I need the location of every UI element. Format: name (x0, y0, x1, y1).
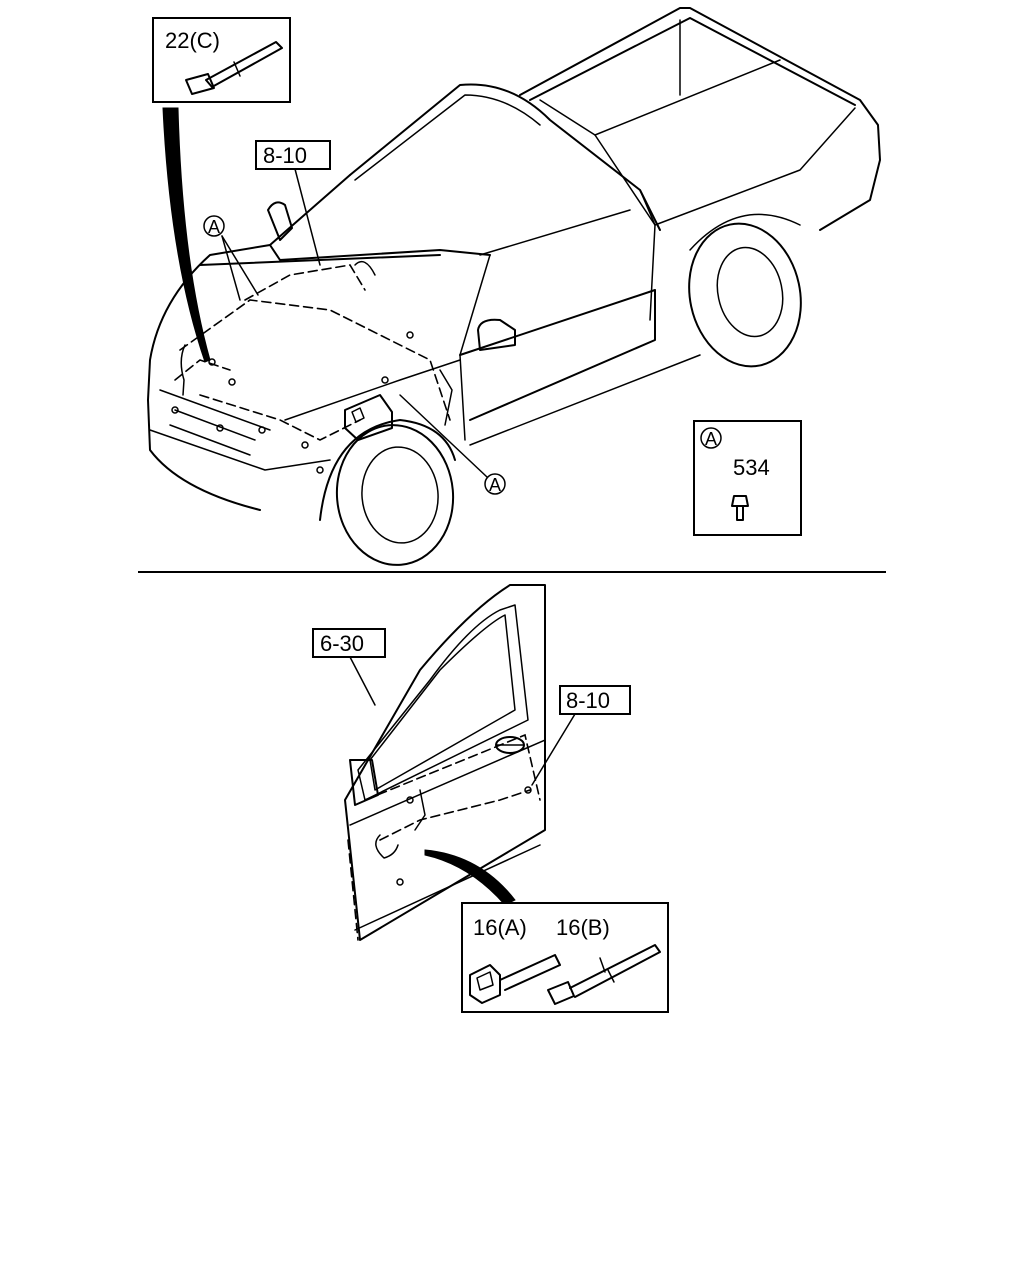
ref-6-30-label: 6-30 (320, 631, 364, 656)
clip-22c-callout: 22(C) (152, 17, 291, 363)
detail-a-marker-label: A (705, 429, 717, 449)
marker-a-side: A (399, 394, 506, 495)
ref-8-10-top-label: 8-10 (263, 143, 307, 168)
bolt-icon (731, 495, 749, 521)
clip-16b-icon (547, 944, 661, 1005)
front-door-drawing (344, 584, 546, 941)
marker-a-top: A (203, 215, 259, 301)
detail-a-part-label: 534 (733, 455, 770, 480)
marker-a-top-label: A (208, 217, 220, 237)
engine-wiring-harness (171, 260, 453, 474)
ref-8-10-door-label: 8-10 (566, 688, 610, 713)
clip-16a-icon (469, 954, 561, 1004)
clips-16-callout: 16(A) 16(B) (461, 902, 669, 1013)
pickup-truck-drawing (147, 7, 881, 566)
ref-8-10-top-callout: 8-10 (255, 140, 331, 266)
cable-tie-clip-icon (185, 41, 283, 95)
detail-a-box: A 534 (693, 420, 802, 536)
clip-16a-label: 16(A) (473, 915, 527, 940)
ref-8-10-door-callout: 8-10 (531, 685, 631, 786)
clip-16b-label: 16(B) (556, 915, 610, 940)
marker-a-side-label: A (489, 475, 501, 495)
clip-22c-pointer (162, 107, 211, 363)
ref-6-30-callout: 6-30 (312, 628, 386, 706)
clip-22c-label: 22(C) (165, 28, 220, 53)
